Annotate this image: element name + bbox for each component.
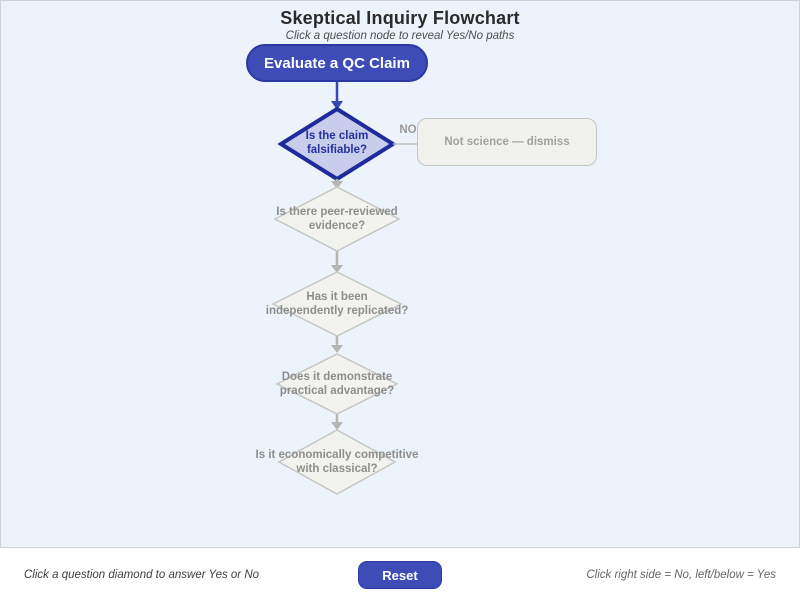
question-diamond-replicated[interactable] xyxy=(271,271,403,337)
flowchart-graphics xyxy=(271,82,417,495)
question-diamond-competitive[interactable] xyxy=(277,429,397,495)
page-subtitle: Click a question node to reveal Yes/No p… xyxy=(285,30,515,42)
connector-arrowhead-1-icon xyxy=(331,181,343,189)
question-diamond-falsifiable[interactable] xyxy=(277,106,397,182)
page-title: Skeptical Inquiry Flowchart xyxy=(280,8,520,28)
footer-right-hint: Click right side = No, left/below = Yes xyxy=(586,569,776,581)
footer-left-hint: Click a question diamond to answer Yes o… xyxy=(24,569,260,581)
no-edge-label: NO xyxy=(399,124,417,136)
dismiss-node: Not science — dismiss xyxy=(417,118,597,166)
start-arrowhead-icon xyxy=(331,101,343,110)
footer-bar: Click a question diamond to answer Yes o… xyxy=(0,548,800,602)
reset-button[interactable]: Reset xyxy=(358,561,442,589)
connector-arrowhead-2-icon xyxy=(331,265,343,273)
question-diamond-advantage[interactable] xyxy=(275,353,399,415)
connector-arrowhead-3-icon xyxy=(331,345,343,353)
connector-arrowhead-4-icon xyxy=(331,422,343,430)
flowchart-canvas: Skeptical Inquiry Flowchart Click a ques… xyxy=(0,0,800,548)
start-node: Evaluate a QC Claim xyxy=(246,44,428,82)
question-diamond-evidence[interactable] xyxy=(273,186,401,252)
